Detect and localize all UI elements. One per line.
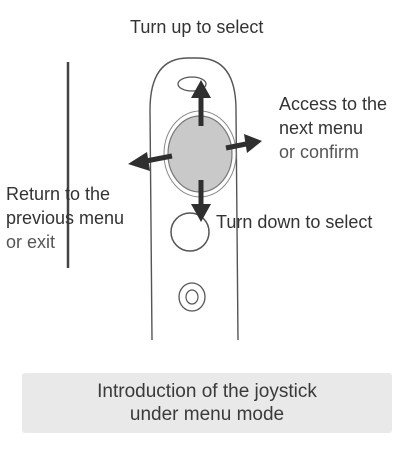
label-access-next: Access to the next menu or confirm (279, 92, 387, 164)
label-turn-up: Turn up to select (130, 17, 264, 37)
arrow-right-icon (225, 134, 262, 153)
caption-box: Introduction of the joystick under menu … (22, 373, 392, 433)
small-bottom-button (178, 282, 206, 312)
small-bottom-button-inner (185, 289, 199, 305)
label-return-previous-line3: or exit (6, 232, 56, 252)
arrow-left-icon (128, 152, 173, 171)
round-button (170, 212, 210, 252)
joystick-diagram (66, 57, 262, 341)
caption-line1: Introduction of the joystick (97, 381, 317, 402)
label-access-next-line2: next menu (279, 118, 364, 138)
label-access-next-line3: or confirm (279, 142, 360, 162)
label-return-previous: Return to the previous menu or exit (6, 182, 124, 254)
label-turn-down: Turn down to select (216, 212, 373, 232)
label-return-previous-line2: previous menu (6, 208, 125, 228)
label-return-previous-line1: Return to the (6, 184, 111, 204)
caption-line2: under menu mode (129, 404, 285, 425)
arrow-up-icon (191, 80, 211, 126)
label-access-next-line1: Access to the (279, 94, 388, 114)
arrow-down-icon (191, 180, 211, 222)
